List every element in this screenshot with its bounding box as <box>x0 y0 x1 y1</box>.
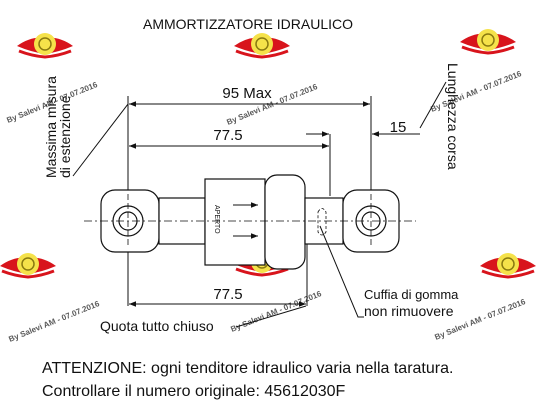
closed-height-leader <box>235 305 307 328</box>
shock-absorber-drawing <box>100 174 400 270</box>
open-marking: APERTO <box>213 205 220 234</box>
part-number-line: Controllare il numero originale: 4561203… <box>42 383 345 401</box>
watermark-text: By Salevi AM - 07.07.2016 <box>229 289 323 334</box>
stroke-length-leader <box>419 81 447 129</box>
warning-line: ATTENZIONE: ogni tenditore idraulico var… <box>42 360 454 377</box>
center-length-value-top: 77.5 <box>213 127 242 144</box>
watermark-logo <box>458 27 518 55</box>
watermark-logo <box>232 31 292 59</box>
boot-note-leader <box>319 225 364 318</box>
diagram-title: AMMORTIZZATORE IDRAULICO <box>143 16 353 32</box>
stroke-length-label: Lunghezza corsa <box>445 63 461 170</box>
part-number: 45612030F <box>264 383 346 400</box>
max-extension-label: Massima misura <box>43 76 59 178</box>
stroke-value: 15 <box>390 119 407 136</box>
watermark-text: By Salevi AM - 07.07.2016 <box>7 299 101 344</box>
watermark-logo <box>478 251 538 279</box>
boot-note-line1: Cuffia di gomma <box>364 287 459 302</box>
max-length-value: 95 Max <box>222 85 272 102</box>
max-extension-sublabel: di estenzione <box>57 95 73 178</box>
boot-note-line2: non rimuovere <box>364 303 454 319</box>
internal-seal-outline <box>317 208 327 236</box>
max-extension-leader <box>72 103 129 177</box>
watermark-logo <box>15 31 75 59</box>
part-number-prefix: Controllare il numero originale: <box>42 383 260 400</box>
closed-height-label: Quota tutto chiuso <box>100 318 214 334</box>
watermark-text: By Salevi AM - 07.07.2016 <box>429 69 523 114</box>
center-length-value-bottom: 77.5 <box>213 286 242 303</box>
rubber-boot <box>264 174 306 270</box>
watermark-logo <box>0 251 58 279</box>
